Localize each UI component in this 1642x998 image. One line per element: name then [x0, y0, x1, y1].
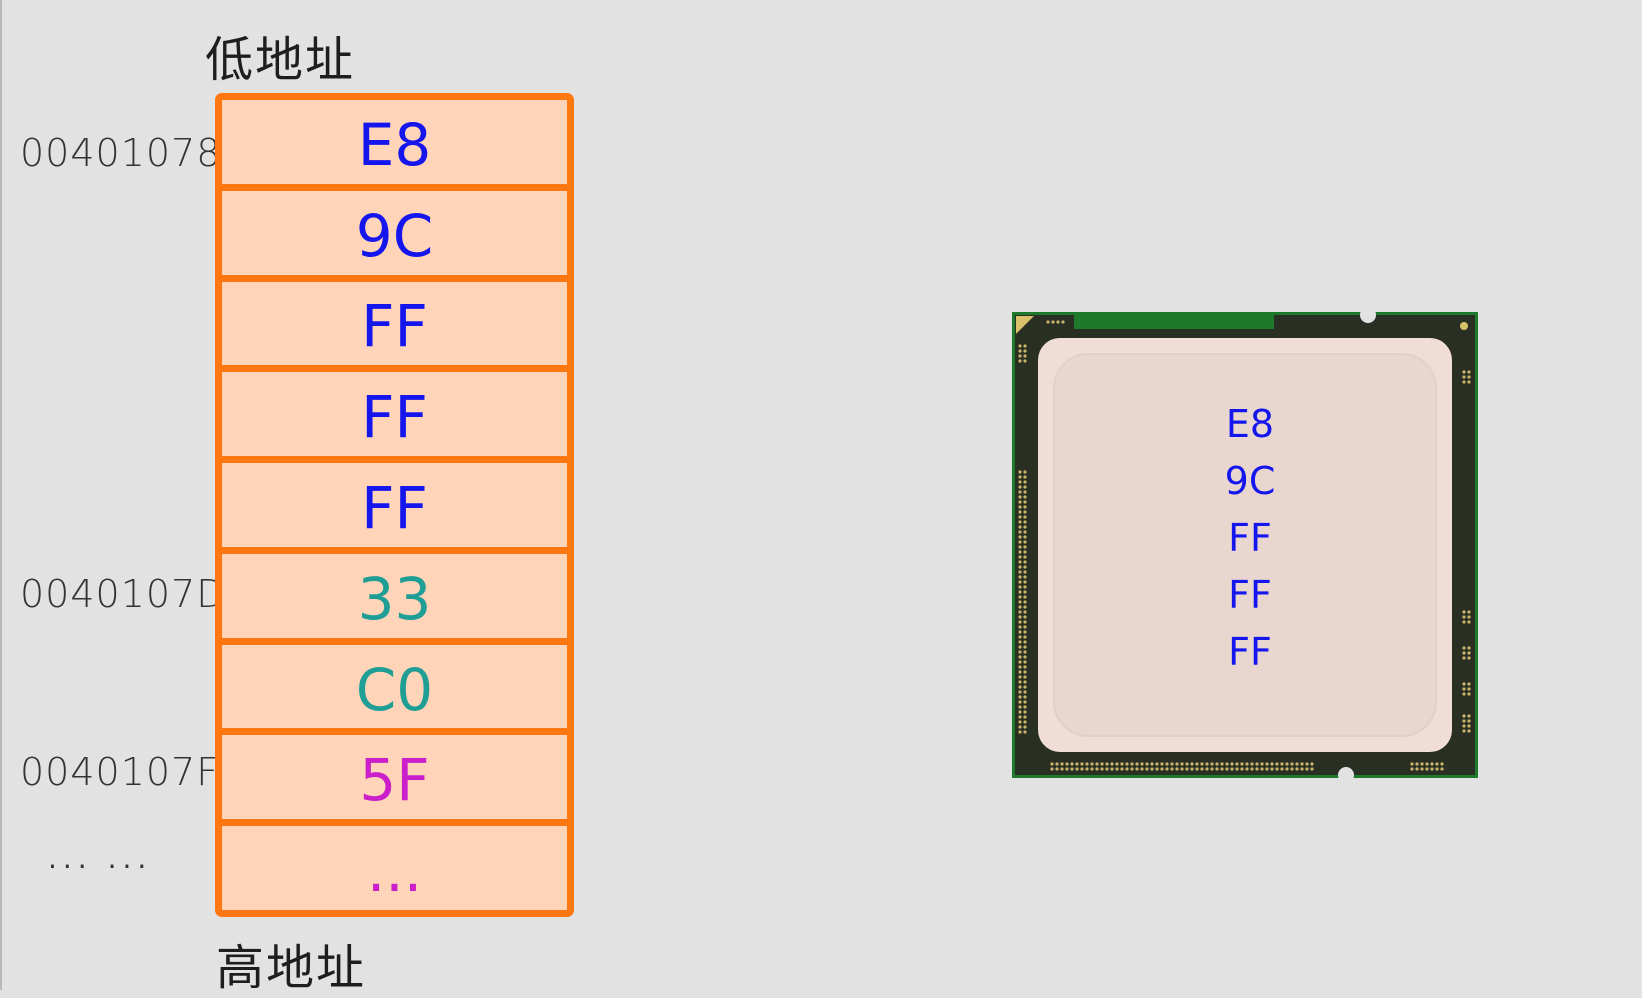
cpu-chip-icon — [1012, 312, 1478, 778]
cpu-register-bytes: E8 9C FF FF FF — [1150, 396, 1350, 681]
memory-cell: FF — [222, 372, 567, 464]
memory-cell: ... — [366, 837, 423, 906]
memory-column: E8 9C FF FF FF 33 C0 5F ... — [215, 93, 574, 917]
cpu-byte: FF — [1228, 516, 1272, 560]
memory-cell: C0 — [222, 645, 567, 736]
cpu-byte: FF — [1228, 573, 1272, 617]
memory-cell: FF — [222, 463, 567, 554]
address-label-0040107f: 0040107F — [20, 750, 220, 794]
low-address-label: 低地址 — [205, 32, 356, 88]
memory-cell: 9C — [222, 191, 567, 282]
address-ellipsis: ... ... — [48, 842, 153, 875]
cpu-byte: E8 — [1225, 402, 1275, 446]
memory-cell: FF — [222, 282, 567, 373]
cpu-byte: FF — [1228, 630, 1272, 674]
high-address-label: 高地址 — [216, 940, 367, 996]
cpu-byte: 9C — [1224, 459, 1276, 503]
memory-cell: 5F — [222, 735, 567, 827]
memory-cell: 33 — [222, 554, 567, 645]
address-label-00401078: 00401078 — [20, 131, 222, 175]
memory-cell: E8 — [222, 100, 567, 191]
left-edge-divider — [0, 0, 2, 990]
address-label-0040107d: 0040107D — [20, 572, 227, 616]
